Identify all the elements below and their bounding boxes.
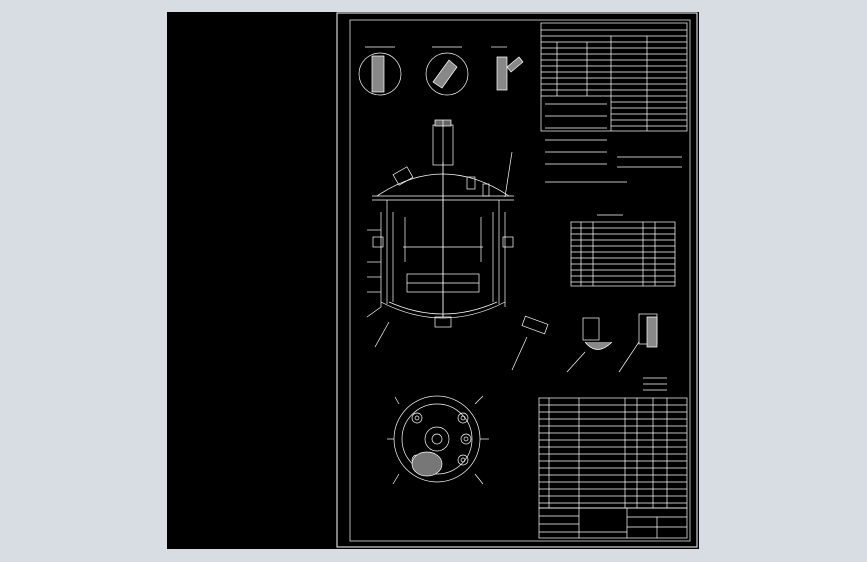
detail-view-1 bbox=[358, 46, 402, 96]
title-block bbox=[538, 507, 688, 539]
reactor-plan-view bbox=[387, 395, 489, 485]
sheet-inner-border bbox=[349, 19, 691, 542]
nozzle-detail-2 bbox=[566, 317, 613, 373]
nozzle-table bbox=[570, 214, 676, 287]
reactor-front-view bbox=[366, 119, 514, 348]
detail-view-2 bbox=[425, 46, 469, 96]
cad-viewport[interactable] bbox=[167, 12, 699, 549]
reactor-drawing-sheet bbox=[336, 12, 698, 548]
spec-table bbox=[540, 22, 688, 183]
parts-list bbox=[538, 377, 688, 509]
sheet-outer-border bbox=[336, 12, 698, 548]
detail-view-3 bbox=[491, 46, 524, 91]
nozzle-detail-1 bbox=[511, 315, 549, 371]
nozzle-detail-3 bbox=[618, 313, 658, 373]
